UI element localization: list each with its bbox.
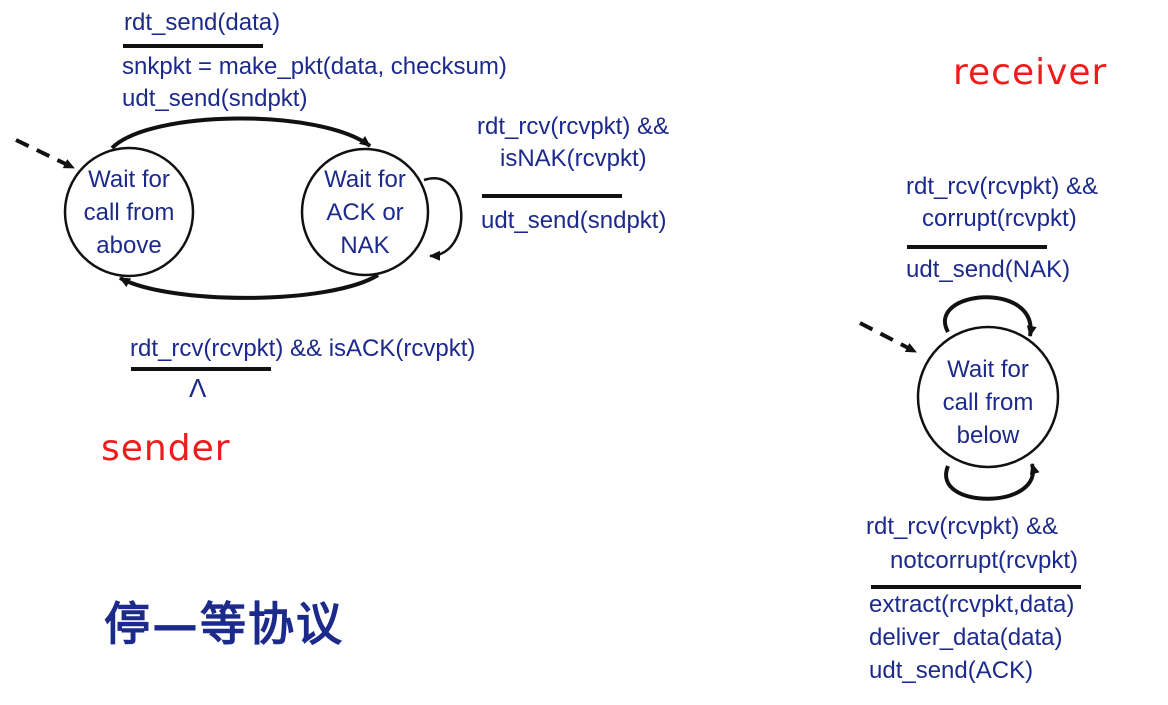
send-transition-arrow: [110, 116, 372, 150]
stop-and-wait-title: 停—等协议: [104, 597, 344, 651]
send-action-udt-send: udt_send(sndpkt): [122, 85, 308, 112]
sender-initial-arrow: [15, 138, 75, 170]
nak-self-loop-arrow: [423, 177, 463, 261]
notcorrupt-event-line-2: notcorrupt(rcvpkt): [890, 547, 1079, 574]
state-wait-ack-nak: Wait for ACK or NAK: [324, 166, 406, 259]
nak-transition-divider: [482, 194, 622, 198]
corrupt-action-label: udt_send(NAK): [906, 256, 1071, 283]
nak-event-line-2: isNAK(rcvpkt): [500, 145, 647, 172]
send-event-label: rdt_send(data): [124, 9, 281, 36]
ack-transition-divider: [131, 367, 271, 371]
state-wait-call-below-circle: [916, 325, 1060, 469]
ack-action-lambda: Λ: [189, 373, 207, 403]
corrupt-event-line-2: corrupt(rcvpkt): [922, 205, 1077, 232]
notcorrupt-self-loop-arrow: [944, 463, 1040, 501]
state-wait-call-above: Wait for call from above: [83, 166, 175, 259]
receiver-initial-arrow: [859, 321, 917, 354]
nak-event-line-1: rdt_rcv(rcvpkt) &&: [477, 113, 670, 140]
send-transition-divider: [123, 44, 263, 48]
corrupt-event-line-1: rdt_rcv(rcvpkt) &&: [906, 173, 1099, 200]
state-wait-call-below: Wait for call from below: [942, 356, 1034, 449]
notcorrupt-event-line-1: rdt_rcv(rcvpkt) &&: [866, 513, 1059, 540]
notcorrupt-transition-divider: [871, 585, 1081, 589]
state-wait-call-above-circle: [63, 146, 195, 278]
state-wait-ack-nak-circle: [300, 147, 430, 277]
send-action-make-pkt: snkpkt = make_pkt(data, checksum): [122, 53, 507, 80]
receiver-label: receiver: [953, 52, 1108, 93]
corrupt-transition-divider: [907, 245, 1047, 249]
ack-event-label: rdt_rcv(rcvpkt) && isACK(rcvpkt): [130, 335, 476, 362]
notcorrupt-action-udt-send: udt_send(ACK): [869, 657, 1034, 684]
notcorrupt-action-extract: extract(rcvpkt,data): [869, 591, 1075, 618]
sender-label: sender: [101, 428, 231, 469]
notcorrupt-action-deliver: deliver_data(data): [869, 624, 1063, 651]
nak-action-label: udt_send(sndpkt): [481, 207, 667, 234]
ack-transition-arrow: [119, 273, 380, 300]
corrupt-self-loop-arrow: [943, 295, 1037, 337]
